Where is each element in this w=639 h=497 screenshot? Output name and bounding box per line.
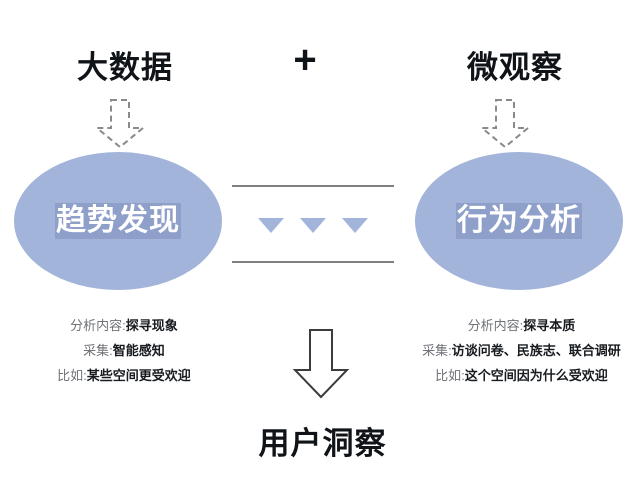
detail-line: 分析内容:探寻现象 — [10, 313, 238, 338]
triangle-down-icon — [342, 218, 368, 233]
ellipse-behavior-analysis-label: 行为分析 — [456, 203, 582, 239]
detail-value: 探寻现象 — [125, 318, 178, 333]
detail-line: 分析内容:探寻本质 — [404, 313, 639, 338]
detail-key: 比如: — [435, 368, 465, 383]
detail-value: 访谈问卷、民族志、联合调研 — [451, 343, 621, 358]
triangle-down-icon — [258, 218, 284, 233]
detail-line: 采集:访谈问卷、民族志、联合调研 — [404, 338, 639, 363]
dashed-arrow-down-icon — [477, 98, 533, 150]
triangle-down-icon — [300, 218, 326, 233]
ellipse-trend-discovery: 趋势发现 — [14, 152, 222, 290]
detail-line: 采集:智能感知 — [10, 338, 238, 363]
heading-micro-observation: 微观察 — [467, 50, 563, 85]
detail-key: 采集: — [83, 343, 113, 358]
ellipse-trend-discovery-label: 趋势发现 — [55, 203, 181, 239]
title-user-insight: 用户洞察 — [258, 426, 387, 461]
plus-sign: + — [293, 38, 317, 82]
details-right: 分析内容:探寻本质 采集:访谈问卷、民族志、联合调研 比如:这个空间因为什么受欢… — [404, 313, 639, 388]
block-arrow-down-icon — [292, 328, 350, 400]
detail-key: 分析内容: — [70, 318, 126, 333]
detail-value: 这个空间因为什么受欢迎 — [464, 368, 608, 383]
detail-value: 智能感知 — [112, 343, 165, 358]
detail-value: 探寻本质 — [523, 318, 576, 333]
heading-big-data: 大数据 — [77, 50, 173, 85]
dashed-arrow-down-icon — [92, 98, 148, 150]
detail-line: 比如:这个空间因为什么受欢迎 — [404, 363, 639, 388]
detail-line: 比如:某些空间更受欢迎 — [10, 363, 238, 388]
connector-line-bottom — [232, 261, 394, 263]
detail-key: 分析内容: — [467, 318, 524, 333]
connector-line-top — [232, 185, 394, 187]
ellipse-behavior-analysis: 行为分析 — [415, 152, 623, 290]
detail-key: 比如: — [57, 368, 87, 383]
detail-value: 某些空间更受欢迎 — [86, 368, 191, 383]
details-left: 分析内容:探寻现象 采集:智能感知 比如:某些空间更受欢迎 — [10, 313, 238, 388]
detail-key: 采集: — [422, 343, 452, 358]
